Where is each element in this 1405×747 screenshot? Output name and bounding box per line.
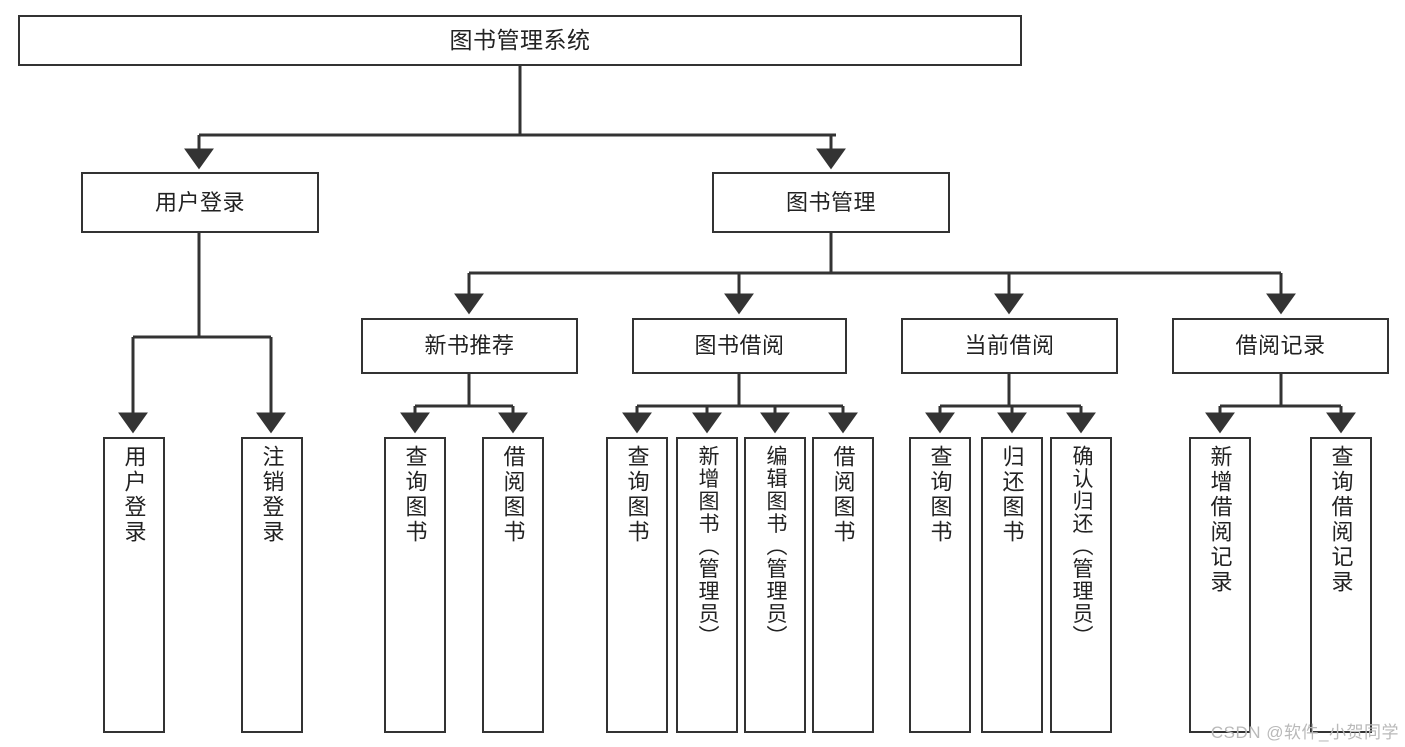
node-leaf-return-book-label: 归还图书 bbox=[999, 445, 1025, 545]
node-leaf-return-book[interactable]: 归还图书 bbox=[981, 437, 1043, 733]
node-book-borrow[interactable]: 图书借阅 bbox=[632, 318, 847, 374]
node-borrow-record[interactable]: 借阅记录 bbox=[1172, 318, 1389, 374]
node-user-login-label: 用户登录 bbox=[154, 189, 245, 215]
node-book-borrow-label: 图书借阅 bbox=[694, 333, 785, 359]
watermark: CSDN @软件_小贺同学 bbox=[1210, 723, 1399, 742]
node-book-manage-label: 图书管理 bbox=[785, 189, 876, 215]
node-leaf-query-book-3-label: 查询图书 bbox=[927, 445, 953, 545]
node-leaf-borrow-book-1-label: 借阅图书 bbox=[500, 445, 526, 545]
node-leaf-user-login-label: 用户登录 bbox=[121, 445, 147, 545]
node-leaf-query-record-label: 查询借阅记录 bbox=[1328, 445, 1354, 595]
node-leaf-edit-book-label: 编辑图书（管理员） bbox=[764, 445, 788, 648]
node-leaf-user-logout[interactable]: 注销登录 bbox=[241, 437, 303, 733]
node-leaf-edit-book[interactable]: 编辑图书（管理员） bbox=[744, 437, 806, 733]
node-leaf-add-record-label: 新增借阅记录 bbox=[1207, 445, 1233, 595]
node-root-label: 图书管理系统 bbox=[449, 26, 591, 53]
node-leaf-query-book-3[interactable]: 查询图书 bbox=[909, 437, 971, 733]
node-current-borrow[interactable]: 当前借阅 bbox=[901, 318, 1118, 374]
node-borrow-record-label: 借阅记录 bbox=[1235, 333, 1326, 359]
node-new-book-rec-label: 新书推荐 bbox=[424, 333, 515, 359]
node-leaf-query-book-1-label: 查询图书 bbox=[402, 445, 428, 545]
node-user-login[interactable]: 用户登录 bbox=[81, 172, 319, 233]
node-leaf-query-book-2[interactable]: 查询图书 bbox=[606, 437, 668, 733]
node-leaf-add-record[interactable]: 新增借阅记录 bbox=[1189, 437, 1251, 733]
node-leaf-query-record[interactable]: 查询借阅记录 bbox=[1310, 437, 1372, 733]
node-leaf-borrow-book-2[interactable]: 借阅图书 bbox=[812, 437, 874, 733]
node-leaf-user-logout-label: 注销登录 bbox=[259, 445, 285, 545]
node-leaf-borrow-book-1[interactable]: 借阅图书 bbox=[482, 437, 544, 733]
node-leaf-add-book-label: 新增图书（管理员） bbox=[696, 445, 720, 648]
node-leaf-confirm-return[interactable]: 确认归还（管理员） bbox=[1050, 437, 1112, 733]
node-leaf-user-login[interactable]: 用户登录 bbox=[103, 437, 165, 733]
node-root[interactable]: 图书管理系统 bbox=[18, 15, 1022, 66]
node-leaf-confirm-return-label: 确认归还（管理员） bbox=[1070, 445, 1094, 648]
node-leaf-add-book[interactable]: 新增图书（管理员） bbox=[676, 437, 738, 733]
node-leaf-borrow-book-2-label: 借阅图书 bbox=[830, 445, 856, 545]
node-book-manage[interactable]: 图书管理 bbox=[712, 172, 950, 233]
node-leaf-query-book-1[interactable]: 查询图书 bbox=[384, 437, 446, 733]
node-current-borrow-label: 当前借阅 bbox=[964, 333, 1055, 359]
node-leaf-query-book-2-label: 查询图书 bbox=[624, 445, 650, 545]
node-new-book-rec[interactable]: 新书推荐 bbox=[361, 318, 578, 374]
